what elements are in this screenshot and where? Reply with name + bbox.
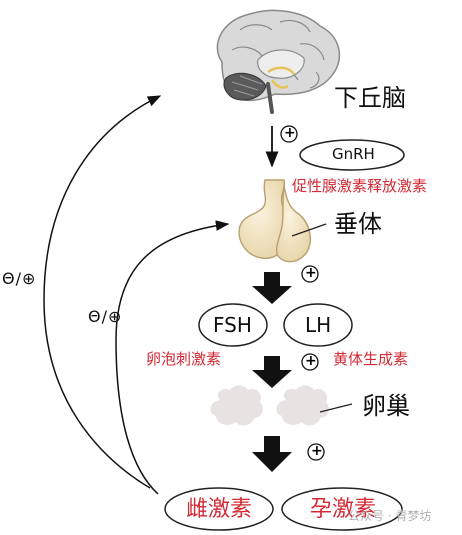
fsh-ellipse	[198, 303, 268, 347]
progesterone-ellipse	[281, 487, 403, 531]
ovary-illustration	[210, 385, 329, 426]
lh-ellipse	[283, 303, 353, 347]
progesterone-label: 孕激素	[310, 497, 377, 522]
watermark: 公众号 · 青梦坊	[348, 509, 432, 523]
pituitary-to-hormones-arrow	[252, 272, 292, 304]
estrogen-label: 雌激素	[186, 497, 253, 522]
plus-circle-ovary	[301, 353, 319, 371]
feedback-inner-label: Θ/⊕	[88, 307, 123, 326]
feedback-outer-label: Θ/⊕	[2, 269, 37, 288]
brain-illustration	[216, 9, 341, 114]
plus-sign-pituitary: +	[305, 265, 317, 281]
ovary-pointer-line	[319, 403, 353, 413]
lh-label: LH	[305, 313, 332, 337]
pituitary-label: 垂体	[334, 210, 382, 238]
feedback-arrow-inner	[115, 220, 230, 495]
plus-sign-ovary: +	[305, 353, 317, 369]
lh-full-label: 黄体生成素	[333, 350, 409, 368]
gnrh-abbr-label: GnRH	[332, 145, 375, 163]
pituitary-pointer-line	[291, 223, 327, 237]
fsh-label: FSH	[213, 313, 252, 337]
pituitary-gland	[238, 179, 312, 263]
hormones-to-ovary-arrow	[252, 356, 292, 388]
plus-circle-pituitary	[301, 265, 319, 283]
feedback-arrow-outer	[43, 95, 162, 489]
gnrh-ellipse	[299, 139, 405, 171]
plus-sign-steroids: +	[311, 443, 323, 459]
ovary-label: 卵巢	[362, 392, 410, 420]
plus-circle-gnrh	[280, 125, 298, 143]
plus-sign-gnrh: +	[284, 125, 296, 141]
hypothalamus-label: 下丘脑	[334, 84, 406, 112]
ovary-to-steroids-arrow	[252, 436, 292, 472]
gnrh-full-label: 促性腺激素释放激素	[292, 177, 428, 195]
plus-circle-steroids	[307, 443, 325, 461]
fsh-full-label: 卵泡刺激素	[146, 350, 222, 368]
estrogen-ellipse	[164, 487, 274, 531]
